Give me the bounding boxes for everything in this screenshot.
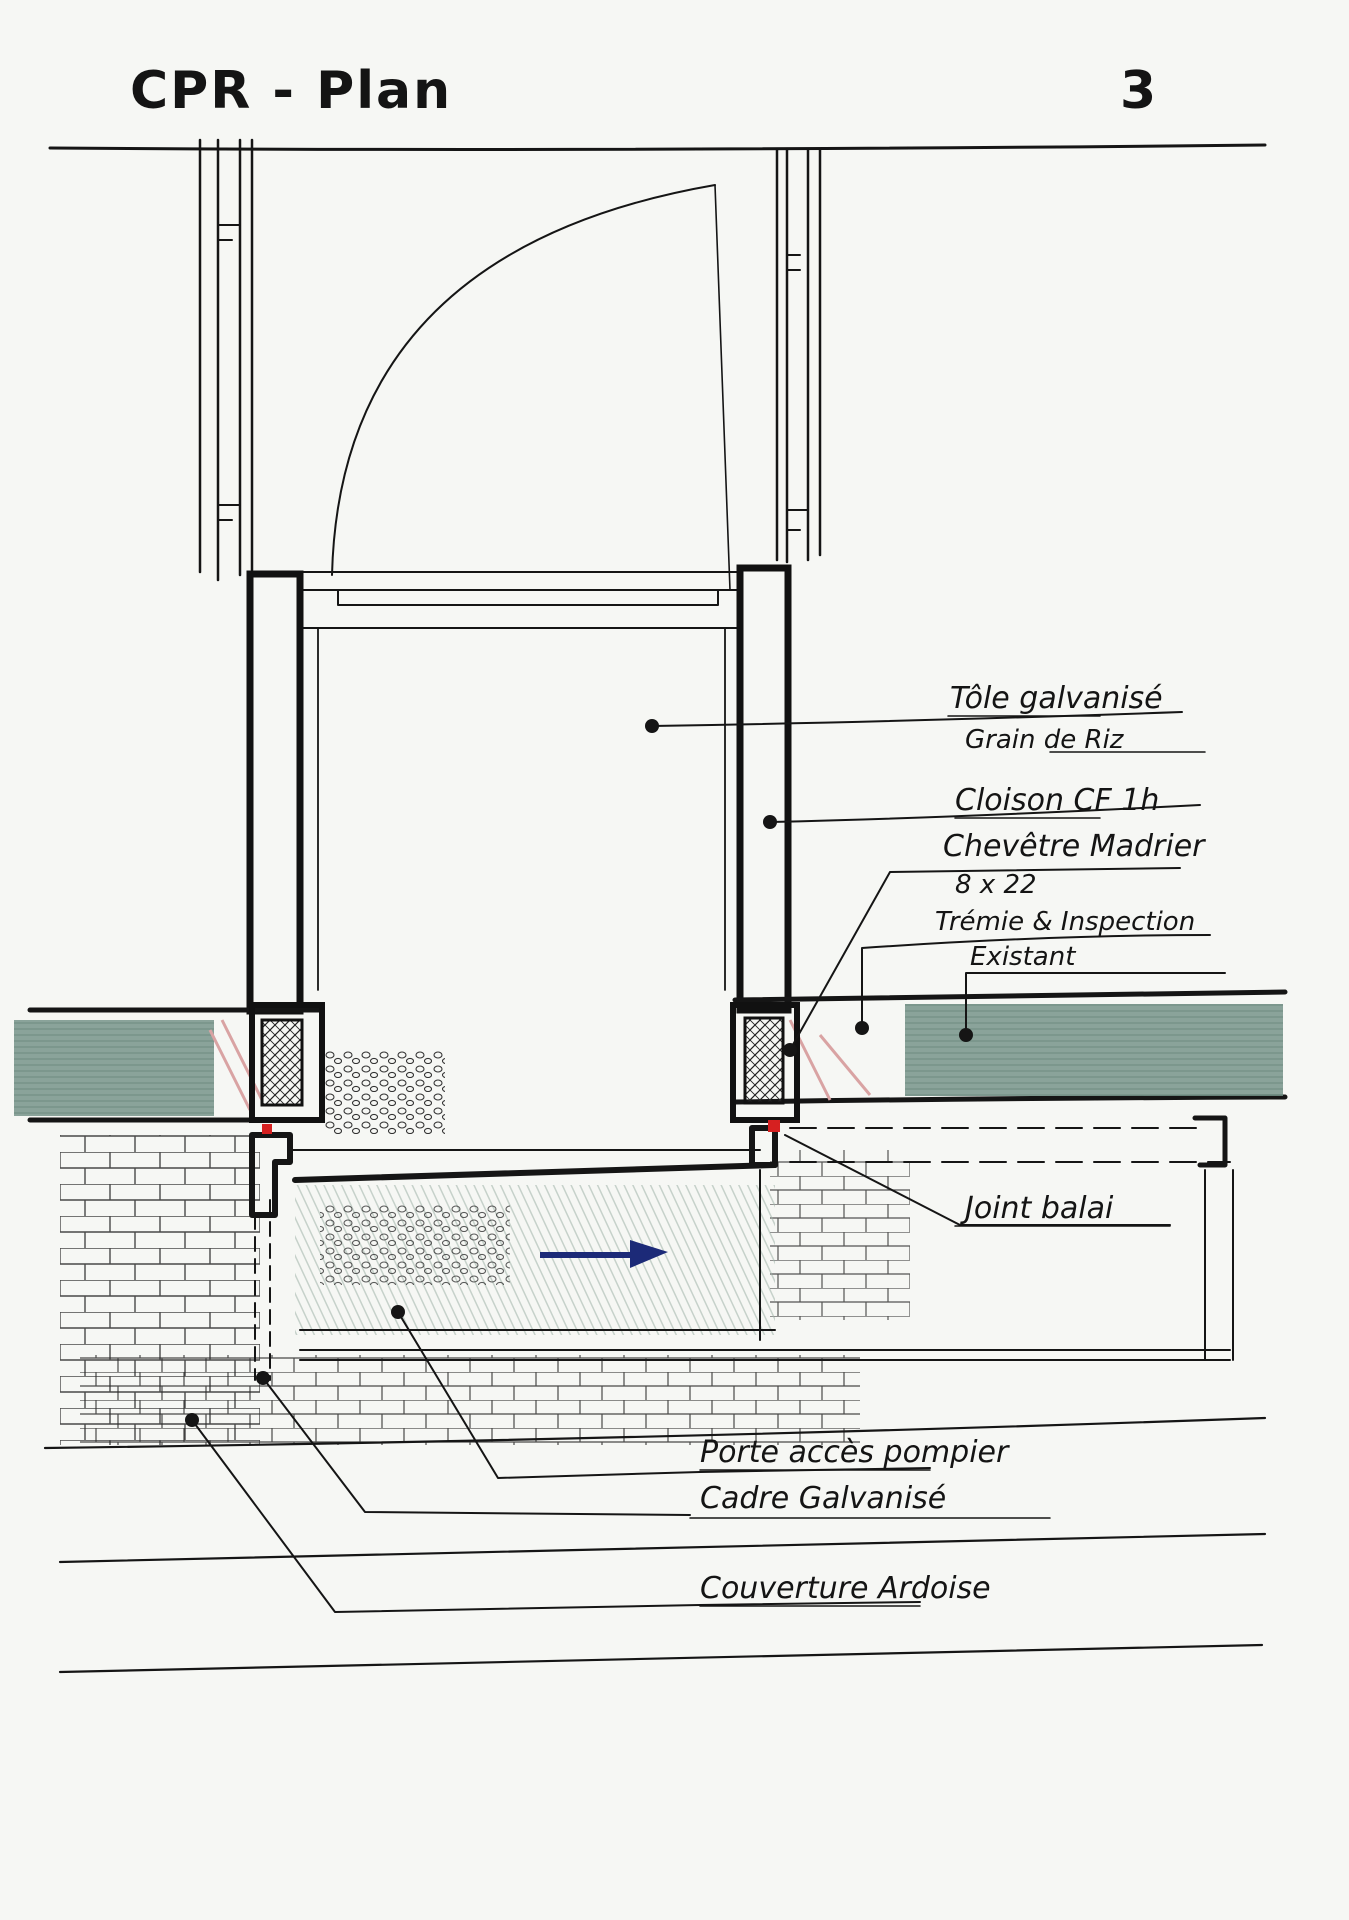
label-tremie: Trémie & Inspection — [935, 907, 1195, 937]
partition-left — [246, 570, 304, 1015]
eave-line-2 — [58, 1532, 1267, 1564]
drawing-title: CPR - Plan — [130, 61, 452, 121]
sheet-number: 3 — [1120, 61, 1158, 121]
insulation-left — [14, 1020, 214, 1116]
existing-hatch — [789, 1115, 1234, 1361]
label-tole-galvanise: Tôle galvanisé — [950, 681, 1163, 716]
door-frame-right — [775, 148, 822, 564]
partition-lining — [317, 627, 726, 991]
door-frame-left — [198, 138, 254, 582]
label-grain-de-riz: Grain de Riz — [965, 725, 1125, 755]
trimmer-beam-left-core — [260, 1018, 304, 1107]
door-leaf-line — [714, 184, 731, 591]
label-chevetre-dim: 8 x 22 — [955, 870, 1037, 900]
door-head — [299, 571, 741, 629]
leader-lines — [185, 711, 1226, 1613]
slate-covering — [60, 1135, 910, 1445]
trimmer-beam-right — [730, 1002, 800, 1123]
label-couverture-ardoise: Couverture Ardoise — [700, 1571, 991, 1606]
door-swing-arc — [331, 184, 716, 576]
insulation-right — [905, 1004, 1283, 1096]
trimmer-beam-left — [249, 1002, 325, 1123]
label-porte-acces-pompier: Porte accès pompier — [700, 1435, 1010, 1470]
eave-line-1 — [43, 1416, 1267, 1450]
seal-left — [262, 1124, 272, 1134]
gravel-fill — [325, 1050, 445, 1135]
label-cloison: Cloison CF 1h — [955, 783, 1159, 818]
label-chevetre: Chevêtre Madrier — [943, 829, 1206, 864]
access-hatch — [249, 1125, 1231, 1381]
roof-band — [14, 989, 1288, 1123]
seal-right — [768, 1120, 780, 1132]
label-cadre-galvanise: Cadre Galvanisé — [700, 1481, 946, 1516]
partition-right — [736, 564, 792, 1014]
opening-arrow — [540, 1240, 668, 1268]
trimmer-beam-right-core — [743, 1016, 785, 1105]
label-joint-balai: Joint balai — [960, 1191, 1114, 1226]
eave-line-3 — [58, 1643, 1264, 1674]
label-underlines — [689, 715, 1206, 1607]
top-boundary-line — [48, 143, 1267, 151]
label-existant: Existant — [970, 942, 1076, 972]
